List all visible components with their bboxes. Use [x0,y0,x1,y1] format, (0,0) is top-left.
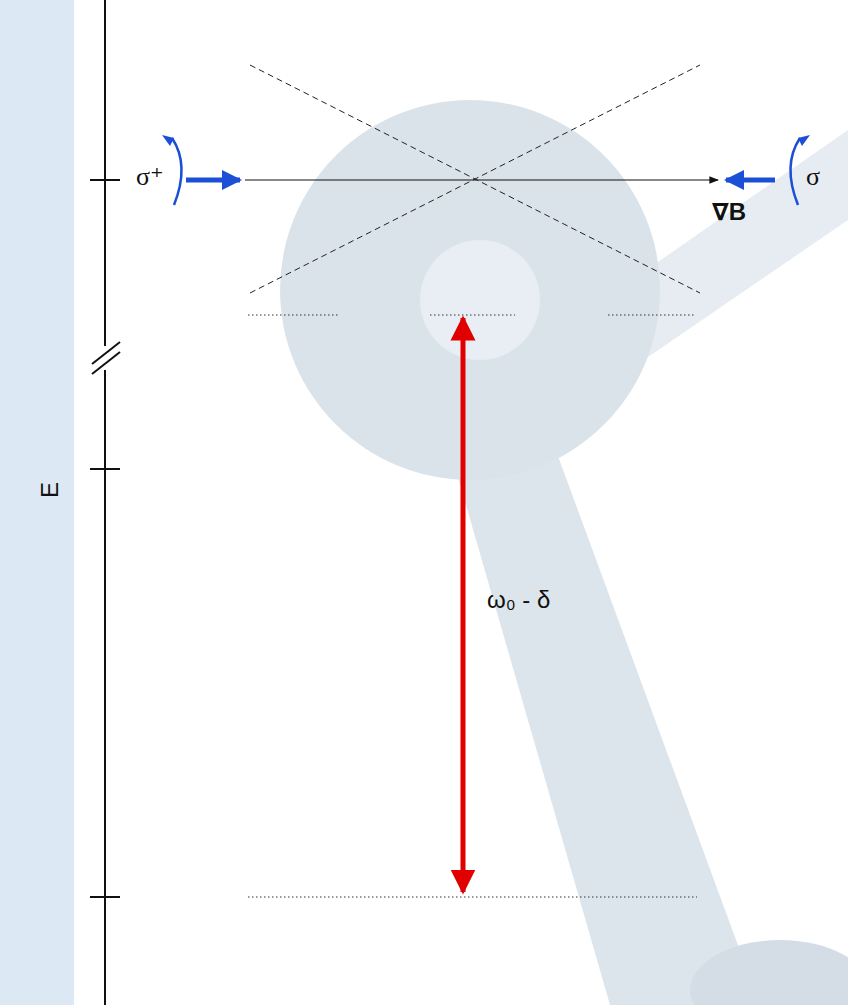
transition-arrow [461,318,466,892]
polarization-label: σ⁺ [136,164,164,190]
level-lines [248,315,697,897]
polarization-label: σ [806,164,820,190]
laser-beams [162,135,810,205]
axis-label: E [38,482,62,498]
field-gradient-label: ∇B [712,200,746,224]
watermark [280,100,848,1005]
energy-axis [90,0,120,1005]
side-bar [0,0,74,1005]
frequency-label: ω₀ - δ [487,588,550,612]
level-cross [250,65,700,293]
gradient-arrow [245,179,718,180]
